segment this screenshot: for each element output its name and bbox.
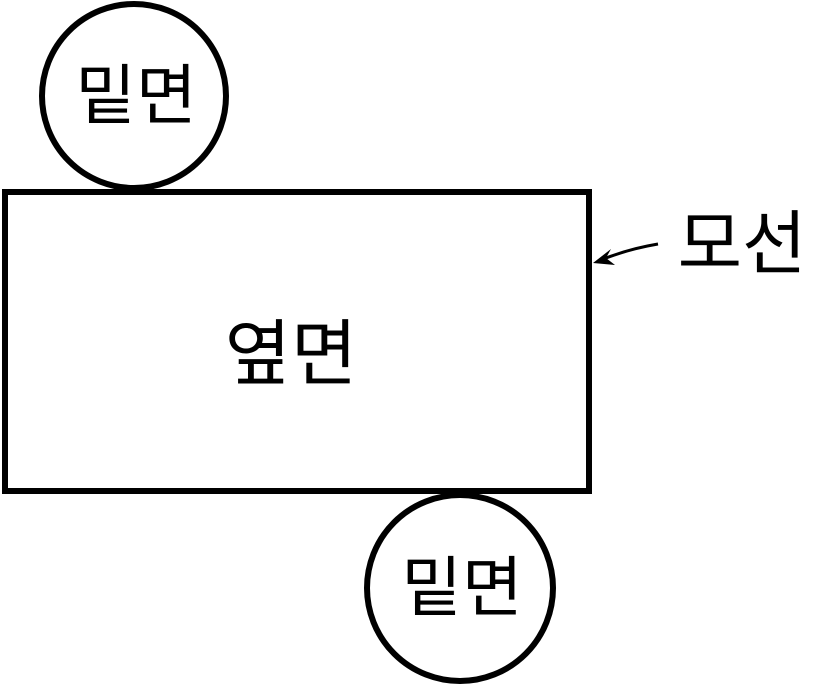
generatrix-arrow (593, 242, 659, 265)
lateral-face-label: 옆면 (225, 312, 357, 396)
generatrix-label: 모선 (678, 203, 807, 285)
generatrix-arrow-head (593, 249, 615, 265)
top-base-label: 밑면 (75, 58, 196, 135)
generatrix-arrow-line (605, 242, 659, 260)
lateral-face-rectangle (2, 189, 592, 494)
bottom-base-circle (364, 492, 556, 684)
top-base-circle (39, 1, 229, 191)
bottom-base-label: 밑면 (401, 550, 522, 627)
